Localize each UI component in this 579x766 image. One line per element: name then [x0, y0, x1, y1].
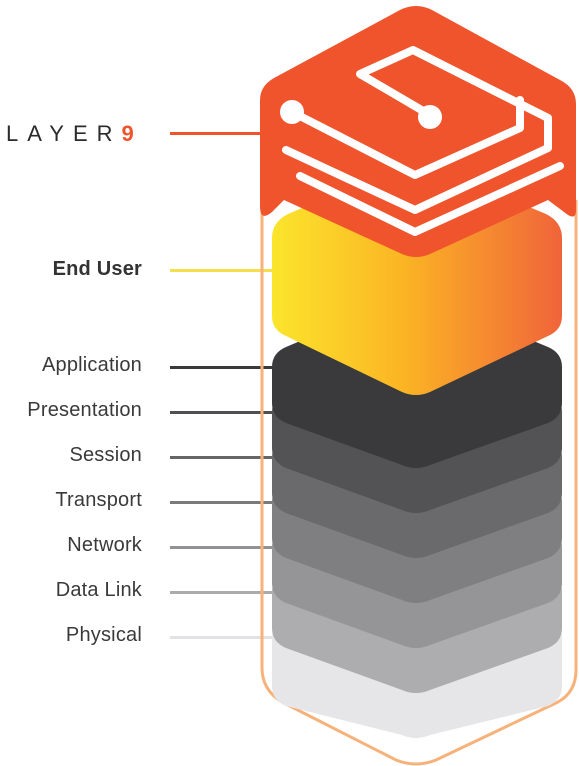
connector-session	[170, 456, 274, 459]
brand-wordmark: LAYER	[6, 121, 122, 146]
label-application: Application	[41, 354, 142, 376]
connector-application	[170, 366, 274, 369]
brand-logo: LAYER9	[6, 120, 134, 148]
brand-accent: 9	[121, 121, 134, 146]
label-transport: Transport	[55, 489, 142, 511]
connector-network	[170, 546, 274, 549]
connector-transport	[170, 501, 274, 504]
connector-presentation	[170, 411, 274, 414]
label-presentation: Presentation	[27, 399, 142, 421]
stack-outline	[260, 190, 578, 766]
connector-physical	[170, 636, 274, 639]
label-end-user: End User	[52, 258, 142, 280]
connector-brand	[170, 132, 274, 135]
circuit-node-center	[418, 105, 442, 129]
label-physical: Physical	[65, 624, 142, 646]
circuit-node-left	[280, 100, 304, 124]
circuit-icon	[282, 46, 564, 236]
label-network: Network	[67, 534, 142, 556]
connector-data-link	[170, 591, 274, 594]
connector-end-user	[170, 269, 274, 272]
label-data-link: Data Link	[55, 579, 142, 601]
label-session: Session	[69, 444, 142, 466]
